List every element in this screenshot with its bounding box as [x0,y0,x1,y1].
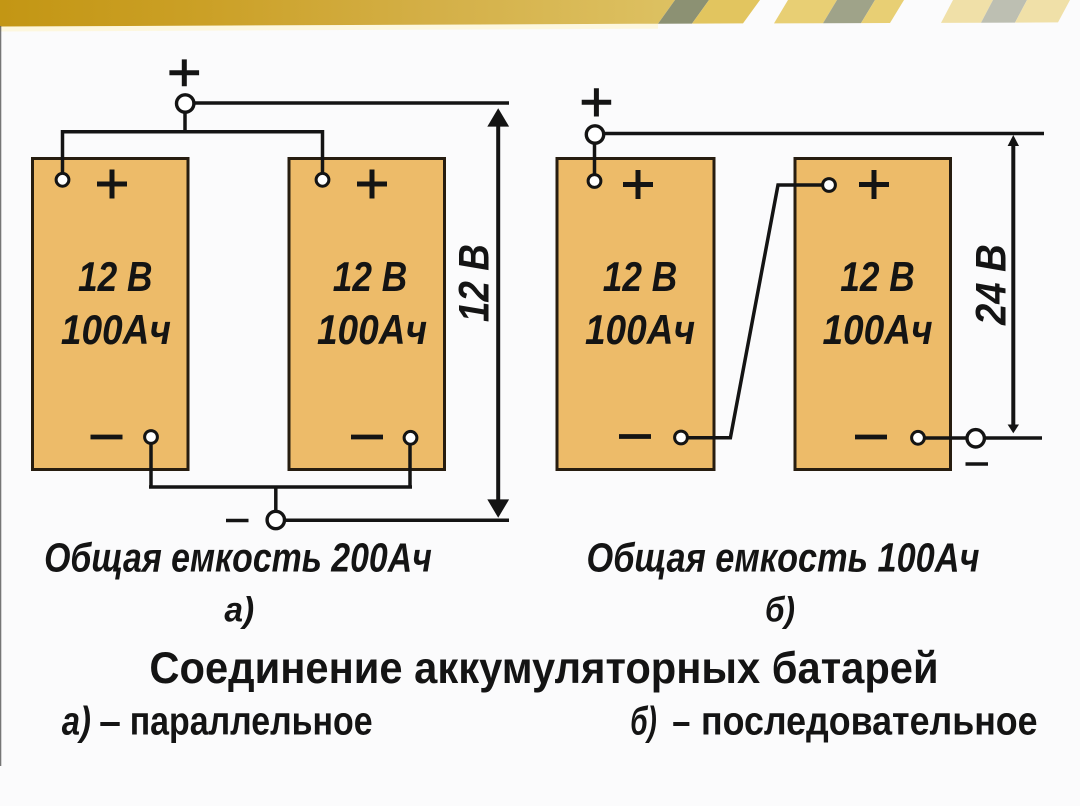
svg-text:100Ач: 100Ач [61,307,171,354]
svg-text:24 В: 24 В [966,244,1015,326]
svg-text:12 В: 12 В [78,254,152,301]
svg-text:б): б) [630,700,657,744]
svg-text:100Ач: 100Ач [585,307,695,354]
svg-text:а): а) [224,591,254,630]
svg-text:12 В: 12 В [603,254,677,301]
svg-text:12 В: 12 В [333,254,407,301]
svg-text:–: – [99,699,121,743]
svg-text:12 В: 12 В [451,244,498,322]
svg-text:100Ач: 100Ач [822,307,932,354]
svg-text:параллельное: параллельное [130,698,373,743]
svg-text:а): а) [62,699,91,744]
svg-text:Общая емкость 200Ач: Общая емкость 200Ач [44,535,432,581]
svg-text:последовательное: последовательное [701,700,1038,744]
svg-text:12 В: 12 В [840,254,914,301]
svg-text:100Ач: 100Ач [317,307,427,354]
svg-text:Соединение аккумуляторных бата: Соединение аккумуляторных батарей [149,644,938,694]
svg-text:б): б) [765,591,795,630]
svg-text:–: – [672,699,690,744]
svg-text:Общая емкость 100Ач: Общая емкость 100Ач [587,535,980,580]
